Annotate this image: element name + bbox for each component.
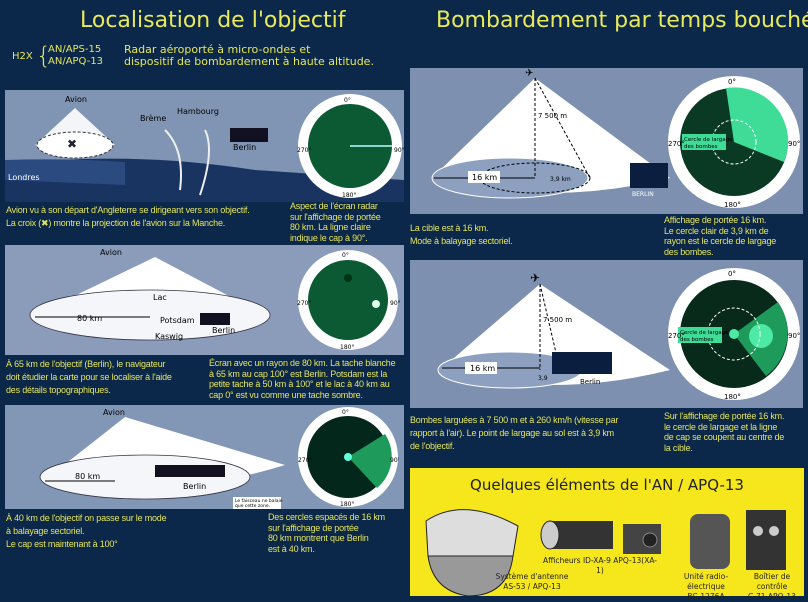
svg-text:des bombes: des bombes: [684, 144, 718, 150]
radar-screen: 0° 90° 180° 270°: [298, 407, 399, 508]
svg-text:des bombes: des bombes: [680, 337, 714, 343]
caption-panel-2: À 65 km de l'objectif (Berlin), le navig…: [6, 359, 172, 395]
svg-text:3,9: 3,9: [538, 375, 548, 382]
svg-text:0°: 0°: [728, 78, 736, 86]
svg-text:80 km: 80 km: [77, 314, 102, 323]
label-hamburg: Hambourg: [177, 107, 219, 116]
component-displays: Afficheurs ID-XA-9 APQ-13(XA-1): [542, 556, 658, 575]
svg-text:7 500 m: 7 500 m: [543, 316, 572, 324]
svg-text:Berlin: Berlin: [212, 326, 235, 335]
svg-text:270°: 270°: [668, 332, 685, 340]
svg-text:90°: 90°: [788, 140, 800, 148]
svg-text:Le faisceau ne balaie: Le faisceau ne balaie: [235, 498, 283, 504]
h2x-label: H2X: [12, 51, 33, 62]
svg-text:Cercle de largage: Cercle de largage: [680, 330, 729, 336]
svg-text:270°: 270°: [298, 457, 312, 464]
radar-screen: 0° 90° 180° 270°: [297, 250, 400, 351]
components-title: Quelques éléments de l'AN / APQ-13: [470, 476, 744, 494]
svg-text:16 km: 16 km: [470, 364, 495, 373]
svg-text:180°: 180°: [724, 201, 741, 209]
label-berlin: Berlin: [233, 143, 256, 152]
radar-caption-right-1: Affichage de portée 16 km.Le cercle clai…: [664, 215, 777, 257]
svg-text:90°: 90°: [788, 332, 800, 340]
caption-right-2: Bombes larguées à 7 500 m et à 260 km/h …: [410, 415, 619, 451]
svg-text:Avion: Avion: [103, 408, 125, 417]
caption-panel-3: À 40 km de l'objectif on passe sur le mo…: [6, 513, 167, 549]
svg-text:✖: ✖: [67, 137, 77, 151]
radar-caption-2: Écran avec un rayon de 80 km. La tache b…: [209, 358, 396, 400]
svg-text:270°: 270°: [297, 147, 311, 154]
svg-text:0°: 0°: [342, 409, 349, 416]
svg-text:80 km: 80 km: [75, 472, 100, 481]
components-box: Quelques éléments de l'AN / APQ-13 Systè…: [410, 468, 804, 601]
svg-text:Cercle de largage: Cercle de largage: [684, 137, 733, 143]
svg-text:que cette zone.: que cette zone.: [235, 503, 270, 509]
svg-text:Potsdam: Potsdam: [160, 316, 195, 325]
plane-icon: ✈: [525, 68, 533, 79]
svg-text:Lac: Lac: [153, 293, 167, 302]
caption-right-1: La cible est à 16 km.Mode à balayage sec…: [410, 223, 513, 246]
svg-text:90°: 90°: [390, 457, 399, 464]
svg-text:BERLIN: BERLIN: [632, 191, 654, 198]
radar-screen: Cercle de largage des bombes 0° 90° 180°…: [668, 268, 800, 401]
brace-icon: {: [36, 42, 52, 70]
svg-text:0°: 0°: [342, 252, 349, 259]
svg-text:90°: 90°: [394, 147, 404, 154]
svg-text:Berlin: Berlin: [183, 482, 206, 491]
svg-text:7 500 m: 7 500 m: [538, 112, 567, 120]
radar-screen: 0° 90° 180° 270°: [297, 94, 404, 199]
left-title: Localisation de l'objectif: [80, 8, 346, 33]
label-london: Londres: [8, 173, 40, 182]
svg-text:Berlin: Berlin: [580, 378, 600, 386]
label-plane: Avion: [65, 95, 87, 104]
svg-text:3,9 km: 3,9 km: [550, 176, 571, 183]
model-apq13: AN/APQ-13: [48, 56, 104, 67]
right-title: Bombardement par temps bouché: [436, 8, 808, 33]
model-aps15: AN/APS-15: [48, 44, 102, 55]
caption-panel-1: Avion vu à son départ d'Angleterre se di…: [6, 205, 250, 228]
svg-text:90°: 90°: [390, 300, 400, 307]
svg-text:180°: 180°: [342, 192, 356, 199]
map-illustration-approach: Avion Lac 80 km Potsdam Berlin Kaswig: [5, 245, 404, 355]
h2x-description-line: Radar aéroporté à micro-ondes et: [124, 43, 311, 56]
radar-caption-right-2: Sur l'affichage de portée 16 km.le cercl…: [664, 411, 785, 453]
plane-icon: ✈: [530, 271, 540, 285]
svg-text:Avion: Avion: [100, 248, 122, 257]
label-bremen: Brème: [140, 113, 166, 123]
svg-text:180°: 180°: [340, 501, 354, 508]
svg-text:270°: 270°: [297, 300, 311, 307]
svg-text:0°: 0°: [728, 270, 736, 278]
svg-text:0°: 0°: [344, 97, 351, 104]
h2x-description-line: dispositif de bombardement à haute altit…: [124, 55, 374, 68]
svg-text:180°: 180°: [724, 393, 741, 401]
svg-text:180°: 180°: [340, 344, 354, 351]
components-photos: [425, 509, 786, 596]
svg-text:270°: 270°: [668, 140, 685, 148]
radar-screen: Cercle de largage des bombes 0° 90° 180°…: [668, 76, 800, 209]
svg-text:Kaswig: Kaswig: [155, 332, 183, 341]
svg-text:16 km: 16 km: [472, 173, 497, 182]
